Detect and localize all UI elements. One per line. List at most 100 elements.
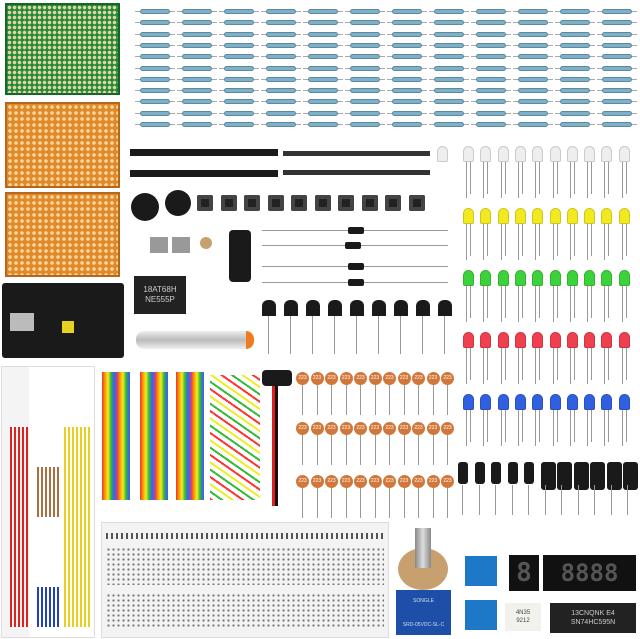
solder-tube xyxy=(136,331,254,349)
capacitor-leg xyxy=(403,385,405,415)
ceramic-capacitor: 223 xyxy=(339,422,353,435)
capacitor-leg xyxy=(360,488,361,518)
capacitor-leg xyxy=(403,488,405,518)
ceramic-capacitor: 223 xyxy=(354,422,367,435)
transistor-leg xyxy=(334,316,335,354)
led-leg xyxy=(608,348,610,380)
resistor xyxy=(387,54,427,60)
led-leg xyxy=(556,224,558,256)
blue-jumper-wires xyxy=(37,587,59,627)
capacitor-leg xyxy=(594,485,595,515)
chip-marking: 18AT68H xyxy=(143,285,177,294)
resistor xyxy=(513,31,553,37)
ceramic-capacitor: 223 xyxy=(368,372,382,385)
resistor xyxy=(219,31,259,37)
resistor xyxy=(177,31,217,37)
resistor xyxy=(135,122,175,127)
resistor xyxy=(513,54,553,60)
capacitor-leg xyxy=(316,488,318,518)
transistor xyxy=(394,300,408,316)
led-leg xyxy=(487,348,489,380)
capacitor-leg xyxy=(331,385,332,415)
capacitor-leg xyxy=(302,385,303,415)
resistor xyxy=(555,9,595,14)
led-leg xyxy=(552,410,554,446)
resistor xyxy=(513,88,553,94)
led xyxy=(532,146,544,162)
led-leg xyxy=(556,286,558,318)
ceramic-capacitor: 223 xyxy=(412,372,425,385)
resistor xyxy=(177,20,217,26)
led-leg xyxy=(625,410,627,442)
capacitor-leg xyxy=(432,385,434,415)
led-leg xyxy=(604,410,606,446)
ceramic-capacitor: 223 xyxy=(383,475,396,488)
capacitor-leg xyxy=(345,488,347,518)
transistor xyxy=(372,300,386,316)
resistor xyxy=(219,20,259,26)
led xyxy=(463,332,474,348)
transistor xyxy=(328,300,342,316)
resistor xyxy=(597,54,637,60)
resistor xyxy=(597,88,637,94)
led xyxy=(584,394,596,410)
male-header-pins xyxy=(130,149,278,156)
resistor xyxy=(261,122,301,127)
led xyxy=(463,394,474,410)
ceramic-capacitor: 223 xyxy=(368,422,382,435)
red-jumper-wires xyxy=(10,427,30,627)
led-leg xyxy=(621,410,623,446)
led-leg xyxy=(487,286,489,318)
electrolytic-capacitor xyxy=(474,462,485,484)
led-leg xyxy=(556,162,558,194)
led-leg xyxy=(504,162,506,194)
resistor xyxy=(429,110,469,116)
resistor xyxy=(303,122,343,127)
transistor-leg xyxy=(290,316,291,354)
led-leg xyxy=(517,162,519,198)
terminal-block xyxy=(465,600,497,630)
transistor xyxy=(306,300,320,316)
resistor xyxy=(471,20,511,26)
led xyxy=(514,394,526,410)
electrolytic-capacitor xyxy=(606,462,622,490)
led-leg xyxy=(552,162,554,198)
ceramic-capacitor: 223 xyxy=(426,372,440,385)
led xyxy=(601,270,613,286)
resistor xyxy=(219,99,259,105)
led xyxy=(618,270,630,286)
led-leg xyxy=(625,224,627,256)
led-leg xyxy=(517,348,519,384)
led xyxy=(532,270,544,286)
capacitor-leg xyxy=(462,485,463,515)
capacitor-leg xyxy=(374,385,376,415)
led-leg xyxy=(500,410,502,446)
ceramic-capacitor: 223 xyxy=(426,422,440,435)
led-leg xyxy=(569,286,571,322)
led-leg xyxy=(487,410,489,442)
led-leg xyxy=(604,348,606,384)
resistor xyxy=(177,110,217,116)
ceramic-capacitor: 223 xyxy=(397,422,411,435)
led xyxy=(497,208,509,224)
led-leg xyxy=(483,286,485,322)
electrolytic-capacitor xyxy=(540,462,556,490)
ceramic-capacitor: 223 xyxy=(412,475,425,488)
resistor xyxy=(219,110,259,116)
led xyxy=(514,208,526,224)
resistor xyxy=(429,122,469,127)
slide-switch xyxy=(172,237,190,253)
led-leg xyxy=(539,286,541,318)
resistor xyxy=(177,65,217,71)
resistor xyxy=(345,42,385,48)
resistor xyxy=(387,76,427,82)
single-digit-7-segment-display: 8 xyxy=(509,555,539,591)
led-leg xyxy=(500,286,502,322)
resistor xyxy=(303,110,343,116)
tactile-push-button xyxy=(291,195,307,211)
capacitor-leg xyxy=(374,488,376,518)
led-leg xyxy=(608,224,610,256)
led xyxy=(497,394,509,410)
jumper xyxy=(62,321,74,333)
led-leg xyxy=(591,162,593,194)
